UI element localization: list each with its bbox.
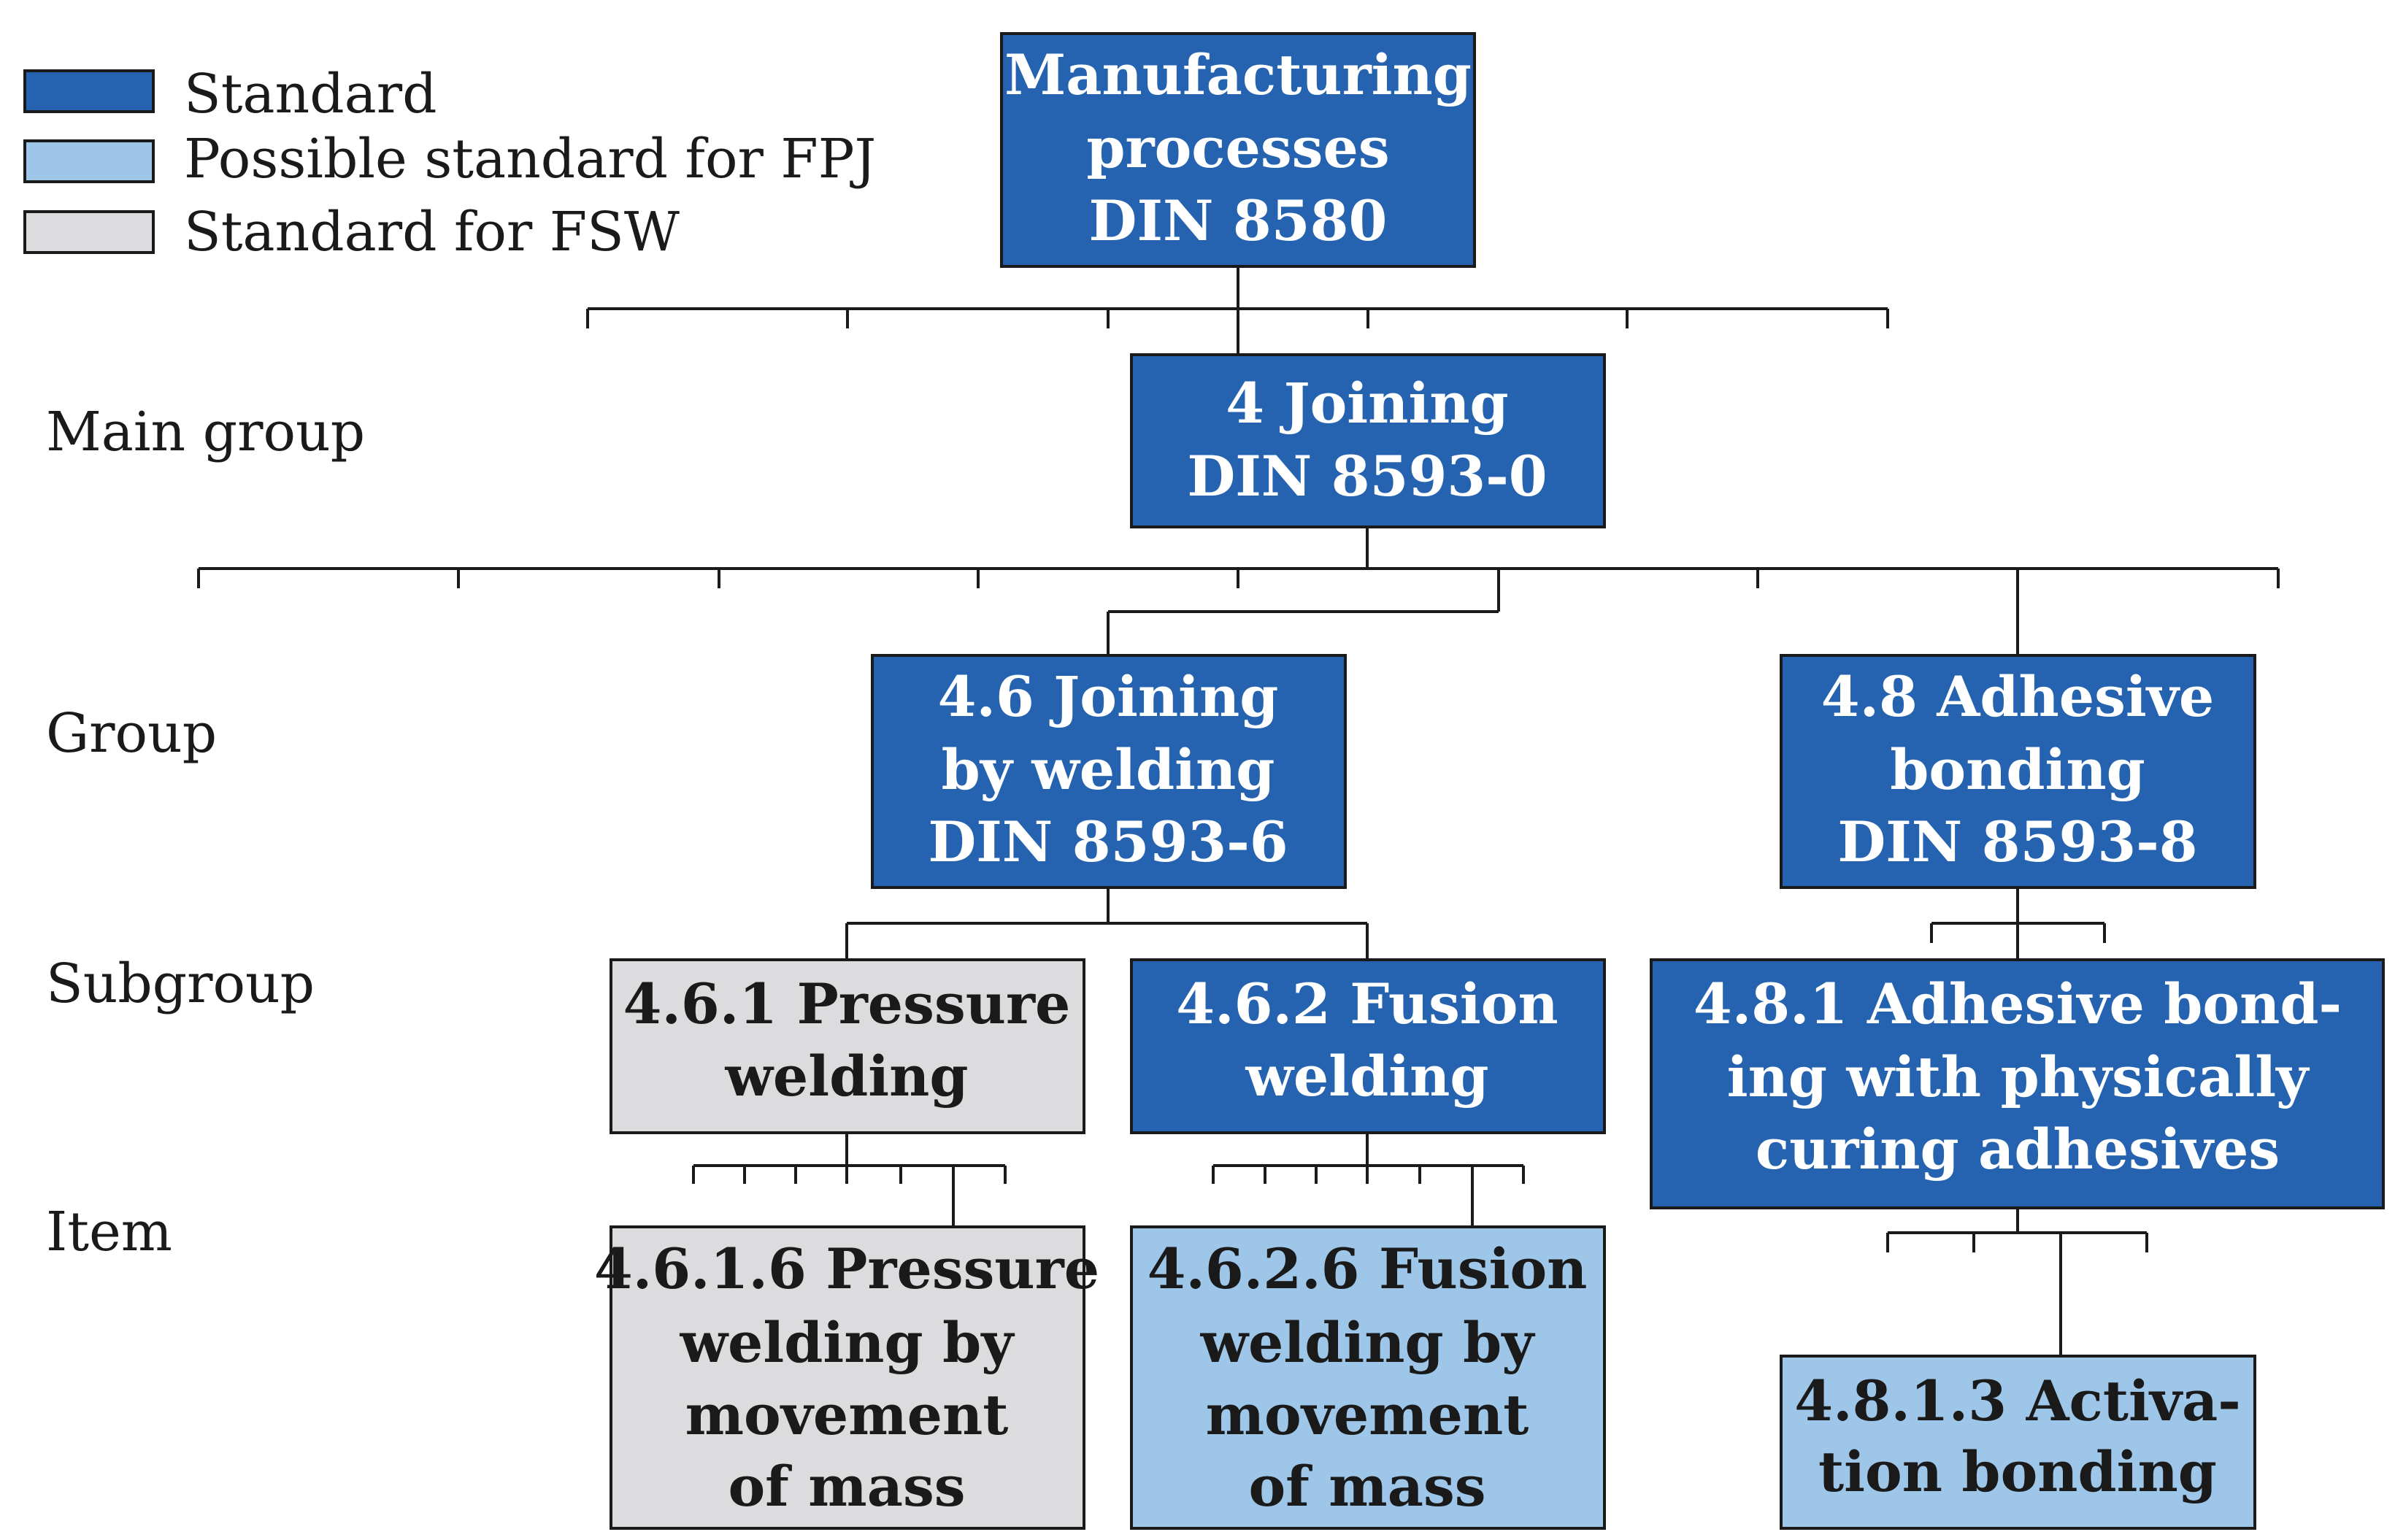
level-label-subgroup: Subgroup <box>46 952 315 1015</box>
node-fusion-item-box <box>1130 1225 1606 1530</box>
node-text-line: Manufacturing <box>1004 42 1472 107</box>
node-text-line: welding <box>724 1044 968 1109</box>
level-label-item: Item <box>46 1201 172 1263</box>
connector-joining <box>197 527 2280 655</box>
node-text-line: 4.8.1 Adhesive bond- <box>1694 971 2342 1036</box>
node-pressure-text: 4.6.1 Pressure welding <box>623 971 1071 1109</box>
node-pressure: 4.6.1 Pressure welding <box>610 958 1085 1134</box>
node-text-line: by welding <box>942 737 1275 802</box>
node-text-line: 4.6.1 Pressure <box>623 971 1071 1036</box>
node-activation: 4.8.1.3 Activa-tion bonding <box>1780 1355 2256 1530</box>
legend-swatch-fsw <box>23 210 155 254</box>
connector-adhesive <box>1930 888 2106 960</box>
node-text-line: processes <box>1086 115 1389 180</box>
connector-physical <box>1886 1208 2148 1356</box>
node-fusion-item: 4.6.2.6 Fusion welding by movement of mass <box>1130 1225 1606 1530</box>
node-fusion-box <box>1130 958 1606 1134</box>
node-text-line: curing adhesives <box>1756 1117 2280 1182</box>
node-activation-text: 4.8.1.3 Activa-tion bonding <box>1794 1368 2241 1504</box>
node-text-line: DIN 8593-0 <box>1187 444 1547 509</box>
connector-fusion <box>1212 1133 1525 1227</box>
node-joining-box <box>1130 353 1606 528</box>
node-physical: 4.8.1 Adhesive bond-ing with physically c… <box>1650 958 2385 1209</box>
node-text-line: 4 Joining <box>1226 371 1508 436</box>
node-pressure-box <box>610 958 1085 1134</box>
connector-pressure <box>692 1133 1007 1227</box>
node-text-line: welding by <box>1200 1310 1536 1375</box>
node-fusion: 4.6.2 Fusion welding <box>1130 958 1606 1134</box>
node-text-line: welding by <box>680 1310 1015 1375</box>
legend: Standard Possible standard for FPJ Stand… <box>23 63 876 263</box>
connector-root <box>586 266 1889 355</box>
node-fusion-item-text: 4.6.2.6 Fusion welding by movement of mass <box>1147 1236 1588 1519</box>
level-label-main-group: Main group <box>46 401 365 463</box>
node-pressure-item-text: 4.6.1.6 Pressure welding by movement of mas… <box>594 1236 1099 1519</box>
node-text-line: of mass <box>1248 1454 1485 1519</box>
node-text-line: DIN 8580 <box>1089 188 1388 253</box>
node-text-line: ing with physically <box>1727 1044 2310 1109</box>
node-text-line: bonding <box>1890 737 2145 802</box>
node-text-line: DIN 8593-8 <box>1837 809 2197 874</box>
level-labels: Main group Group Subgroup Item <box>46 401 365 1263</box>
node-text-line: 4.6.2 Fusion <box>1176 971 1558 1036</box>
node-physical-text: 4.8.1 Adhesive bond-ing with physically c… <box>1694 971 2342 1182</box>
node-text-line: of mass <box>728 1454 965 1519</box>
legend-swatch-possible-fpj <box>23 139 155 183</box>
node-root-box <box>1000 32 1476 268</box>
node-physical-box <box>1650 958 2385 1209</box>
node-adhesive-box <box>1780 654 2256 889</box>
legend-label-possible-fpj: Possible standard for FPJ <box>184 128 876 190</box>
node-text-line: tion bonding <box>1818 1439 2217 1504</box>
connectors <box>197 266 2280 1356</box>
node-text-line: 4.8 Adhesive <box>1821 664 2215 729</box>
node-text-line: welding <box>1245 1044 1488 1109</box>
node-pressure-item: 4.6.1.6 Pressure welding by movement of mas… <box>594 1225 1099 1530</box>
legend-label-fsw: Standard for FSW <box>184 201 680 263</box>
node-pressure-item-box <box>610 1225 1085 1530</box>
node-text-line: movement <box>685 1382 1009 1447</box>
node-welding-box <box>871 654 1347 889</box>
node-text-line: DIN 8593-6 <box>928 809 1288 874</box>
legend-label-standard: Standard <box>184 63 437 126</box>
node-text-line: movement <box>1206 1382 1529 1447</box>
node-text-line: 4.6.2.6 Fusion <box>1147 1236 1588 1301</box>
legend-swatch-standard <box>23 69 155 113</box>
node-fusion-text: 4.6.2 Fusion welding <box>1176 971 1558 1109</box>
node-activation-box <box>1780 1355 2256 1530</box>
node-text-line: 4.8.1.3 Activa- <box>1794 1368 2241 1433</box>
connector-welding <box>845 888 1369 960</box>
node-text-line: 4.6.1.6 Pressure <box>594 1236 1099 1301</box>
node-text-line: 4.6 Joining <box>938 664 1279 729</box>
level-label-group: Group <box>46 702 217 765</box>
